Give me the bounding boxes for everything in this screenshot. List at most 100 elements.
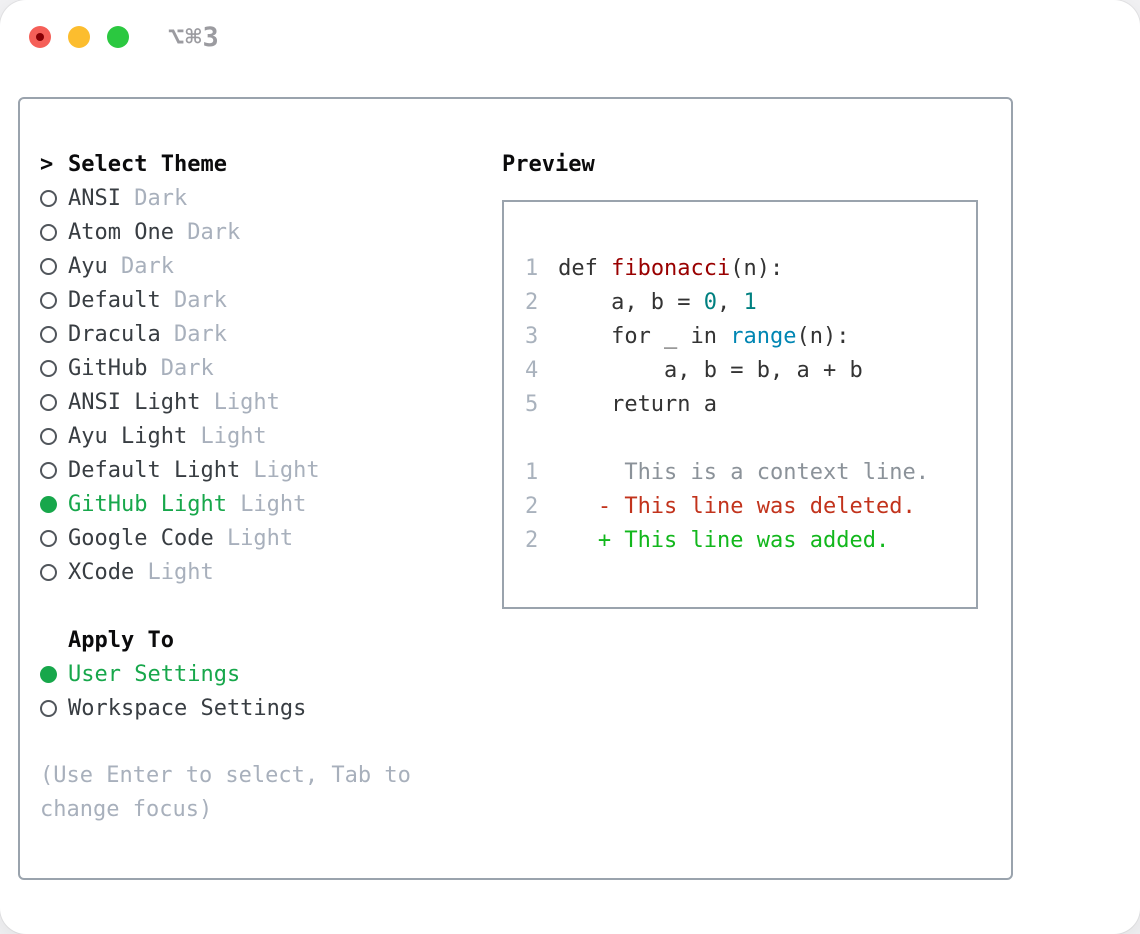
theme-item-ayu-light-variant: Light [200, 423, 267, 449]
line-number: 4 [525, 358, 539, 383]
apply-to-header: Apply To [68, 627, 174, 653]
theme-item-github[interactable]: GitHub Dark [40, 351, 502, 385]
code-token-code: def [558, 256, 612, 281]
theme-item-ansi[interactable]: ANSI Dark [40, 181, 502, 215]
theme-item-ansi-light-label: ANSI Light [68, 389, 201, 415]
theme-item-xcode[interactable]: XCode Light [40, 555, 502, 589]
radio-unselected-icon [40, 393, 68, 411]
theme-item-google-code-label: Google Code [68, 525, 214, 551]
radio-unselected-icon [40, 257, 68, 275]
spacer [40, 589, 502, 623]
theme-item-xcode-variant: Light [147, 559, 214, 585]
preview-code-line: 2 + This line was added. [525, 524, 976, 558]
apply-option-user-settings-label: User Settings [68, 661, 241, 687]
theme-item-ayu-light[interactable]: Ayu Light Light [40, 419, 502, 453]
window-title: ⌥⌘3 [168, 22, 220, 53]
apply-to-header-row: Apply To [40, 623, 502, 657]
apply-option-user-settings[interactable]: User Settings [40, 657, 502, 691]
cursor-icon: > [40, 151, 54, 177]
line-number: 2 [525, 494, 539, 519]
code-token-code: (n): [730, 256, 784, 281]
code-token-code: return a [558, 392, 718, 417]
line-number: 1 [525, 256, 539, 281]
radio-unselected-icon [40, 529, 68, 547]
preview-code-line: 5 return a [525, 388, 976, 422]
line-number: 5 [525, 392, 539, 417]
preview-header-row: Preview [502, 147, 1011, 181]
theme-item-default-light-variant: Light [253, 457, 320, 483]
code-token-code: for _ in [558, 324, 731, 349]
apply-option-workspace-settings-label: Workspace Settings [68, 695, 307, 721]
theme-item-default-variant: Dark [173, 287, 227, 313]
preview-blank-line [525, 422, 976, 456]
theme-item-ayu[interactable]: Ayu Dark [40, 249, 502, 283]
preview-header: Preview [502, 151, 595, 177]
theme-item-ansi-label: ANSI [68, 185, 121, 211]
theme-item-github-light-variant: Light [240, 491, 307, 517]
code-token-code: a, b = [558, 290, 704, 315]
theme-item-ayu-light-label: Ayu Light [68, 423, 188, 449]
theme-item-github-label: GitHub [68, 355, 148, 381]
select-theme-header: Select Theme [68, 151, 227, 177]
theme-item-google-code-variant: Light [226, 525, 294, 551]
theme-item-google-code[interactable]: Google Code Light [40, 521, 502, 555]
zoom-button[interactable] [107, 26, 129, 48]
select-theme-header-row: > Select Theme [40, 147, 502, 181]
theme-item-default-label: Default [68, 287, 161, 313]
theme-item-atom-one-label: Atom One [68, 219, 174, 245]
theme-item-ansi-light[interactable]: ANSI Light Light [40, 385, 502, 419]
title-bar: ⌥⌘3 [0, 0, 1140, 97]
preview-code-line: 2 a, b = 0, 1 [525, 286, 976, 320]
radio-unselected-icon [40, 427, 68, 445]
theme-item-ansi-variant: Dark [134, 185, 188, 211]
theme-item-atom-one[interactable]: Atom One Dark [40, 215, 502, 249]
theme-item-dracula-label: Dracula [68, 321, 161, 347]
keyboard-hint-line-1: (Use Enter to select, Tab to [40, 763, 411, 788]
code-token-code: (n): [796, 324, 850, 349]
minimize-button[interactable] [68, 26, 90, 48]
theme-item-ayu-variant: Dark [120, 253, 174, 279]
theme-item-atom-one-variant: Dark [187, 219, 241, 245]
traffic-lights [29, 26, 129, 48]
radio-unselected-icon [40, 699, 68, 717]
radio-unselected-icon [40, 563, 68, 581]
preview-code-line: 4 a, b = b, a + b [525, 354, 976, 388]
theme-item-github-variant: Dark [160, 355, 214, 381]
theme-item-github-light-label: GitHub Light [68, 491, 227, 517]
theme-item-default[interactable]: Default Dark [40, 283, 502, 317]
line-number: 2 [525, 528, 539, 553]
code-token-title: fibonacci [611, 256, 731, 281]
radio-unselected-icon [40, 291, 68, 309]
code-token-code: a, b = b, a + b [558, 358, 863, 383]
spacer [40, 725, 502, 759]
theme-item-github-light[interactable]: GitHub Light Light [40, 487, 502, 521]
radio-selected-icon [40, 665, 68, 683]
code-token-num: 1 [743, 290, 757, 315]
code-token-num: 0 [703, 290, 718, 315]
preview-code-line: 1 def fibonacci(n): [525, 252, 976, 286]
radio-selected-icon [40, 495, 68, 513]
theme-item-xcode-label: XCode [68, 559, 135, 585]
theme-item-default-light-label: Default Light [68, 457, 241, 483]
apply-option-workspace-settings[interactable]: Workspace Settings [40, 691, 502, 725]
theme-item-ayu-label: Ayu [68, 253, 108, 279]
radio-unselected-icon [40, 461, 68, 479]
radio-unselected-icon [40, 359, 68, 377]
line-number: 3 [525, 324, 539, 349]
code-token-del: - This line was deleted. [558, 494, 916, 519]
preview-code-line: 2 - This line was deleted. [525, 490, 976, 524]
theme-item-default-light[interactable]: Default Light Light [40, 453, 502, 487]
code-token-ctx: This is a context line. [558, 460, 929, 485]
theme-item-ansi-light-variant: Light [213, 389, 280, 415]
code-token-code: , [717, 290, 744, 315]
radio-unselected-icon [40, 223, 68, 241]
radio-unselected-icon [40, 325, 68, 343]
preview-code-line: 3 for _ in range(n): [525, 320, 976, 354]
close-button[interactable] [29, 26, 51, 48]
